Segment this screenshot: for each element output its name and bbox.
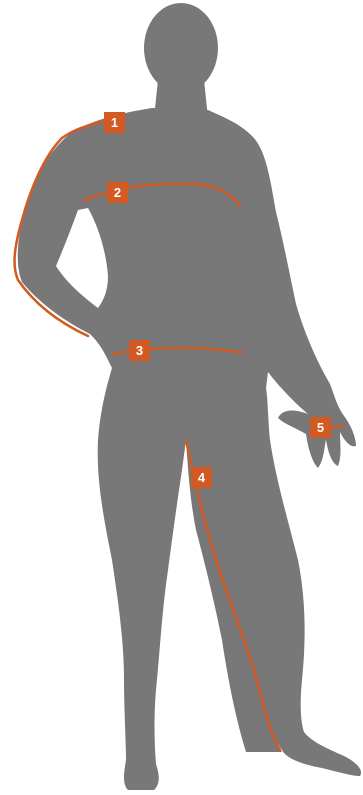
marker-4: 4 <box>191 467 212 488</box>
marker-2: 2 <box>107 182 128 203</box>
silhouette-shape <box>18 3 361 790</box>
marker-1: 1 <box>104 112 125 133</box>
marker-5: 5 <box>310 417 331 438</box>
marker-3: 3 <box>129 340 150 361</box>
